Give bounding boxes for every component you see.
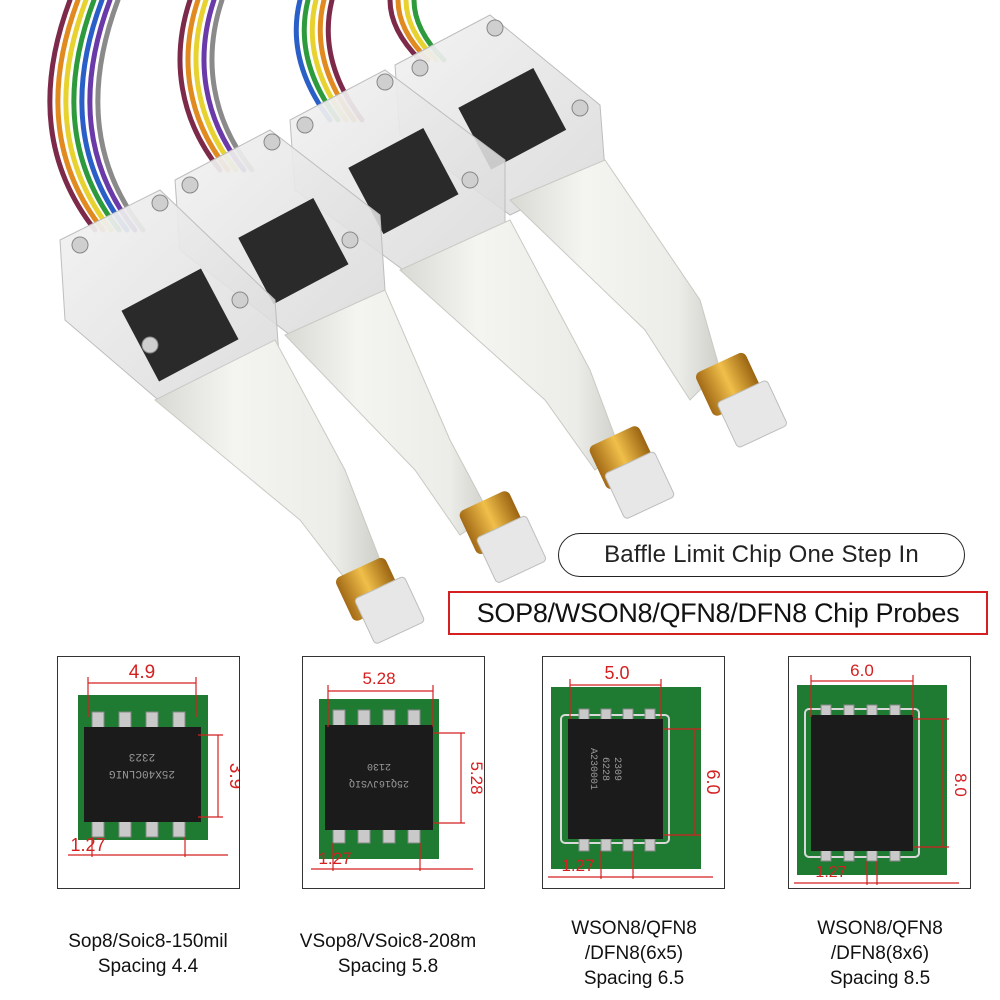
caption-line: WSON8/QFN8 [571,918,697,939]
height-label: 6.0 [703,769,723,794]
chip-diagram: 2309 6228 A230001 5.0 6.0 1.27 [548,663,723,879]
pitch-label: 1.27 [815,864,846,881]
chip-diagram: 6.0 8.0 1.27 [794,661,970,885]
chip-marking-line-1: 2323 [129,750,155,762]
width-label: 6.0 [850,661,874,680]
chip-marking-line-2: 25Q16JVSIQ [349,777,409,788]
caption-line: VSop8/VSoic8-208m [299,931,477,952]
chip-panel-wson8-8x6: 6.0 8.0 1.27 [788,656,971,889]
caption-panel-4: WSON8/QFN8 /DFN8(8x6) Spacing 8.5 [760,916,1000,991]
width-label: 5.0 [604,663,629,683]
width-label: 4.9 [129,662,155,683]
caption-panel-2: VSop8/VSoic8-208m Spacing 5.8 [268,929,508,979]
caption-line: Spacing 5.8 [337,956,439,977]
chip-marking-line-2: 25X40CLNIG [109,767,175,779]
caption-line: /DFN8(8x6) [830,943,930,964]
width-label: 5.28 [362,669,395,688]
chip-diagram: 2130 25Q16JVSIQ 5.28 5.28 1.27 [311,669,485,871]
feature-pill: Baffle Limit Chip One Step In [558,533,965,577]
caption-panel-3: WSON8/QFN8 /DFN8(6x5) Spacing 6.5 [514,916,754,991]
probe-photo [47,0,787,644]
chip-marking-line-3: A230001 [587,748,598,790]
height-label: 8.0 [951,773,970,797]
chip-panel-vsop8-208mil: 2130 25Q16JVSIQ 5.28 5.28 1.27 [302,656,485,889]
caption-line: Spacing 6.5 [583,968,685,989]
caption-line: Spacing 4.4 [97,956,199,977]
pitch-label: 1.27 [561,856,594,875]
caption-line: /DFN8(6x5) [584,943,684,964]
probe-1 [59,189,425,644]
pitch-label: 1.27 [70,835,105,855]
chip-panel-sop8-150mil: 2323 25X40CLNIG 4.9 3.9 1.27 [57,656,240,889]
height-label: 5.28 [467,761,485,794]
chip-diagram: 2323 25X40CLNIG 4.9 3.9 1.27 [68,662,240,857]
chip-marking-line-1: 2130 [367,760,391,771]
pitch-label: 1.27 [318,849,351,868]
caption-panel-1: Sop8/Soic8-150mil Spacing 4.4 [28,929,268,979]
chip-marking-line-1: 2309 [611,757,622,781]
caption-line: WSON8/QFN8 [817,918,943,939]
height-label: 3.9 [225,763,240,789]
caption-line: Spacing 8.5 [829,968,931,989]
caption-line: Sop8/Soic8-150mil [68,931,228,952]
product-title: SOP8/WSON8/QFN8/DFN8 Chip Probes [448,591,988,635]
chip-panel-wson8-6x5: 2309 6228 A230001 5.0 6.0 1.27 [542,656,725,889]
chip-marking-line-2: 6228 [599,757,610,781]
